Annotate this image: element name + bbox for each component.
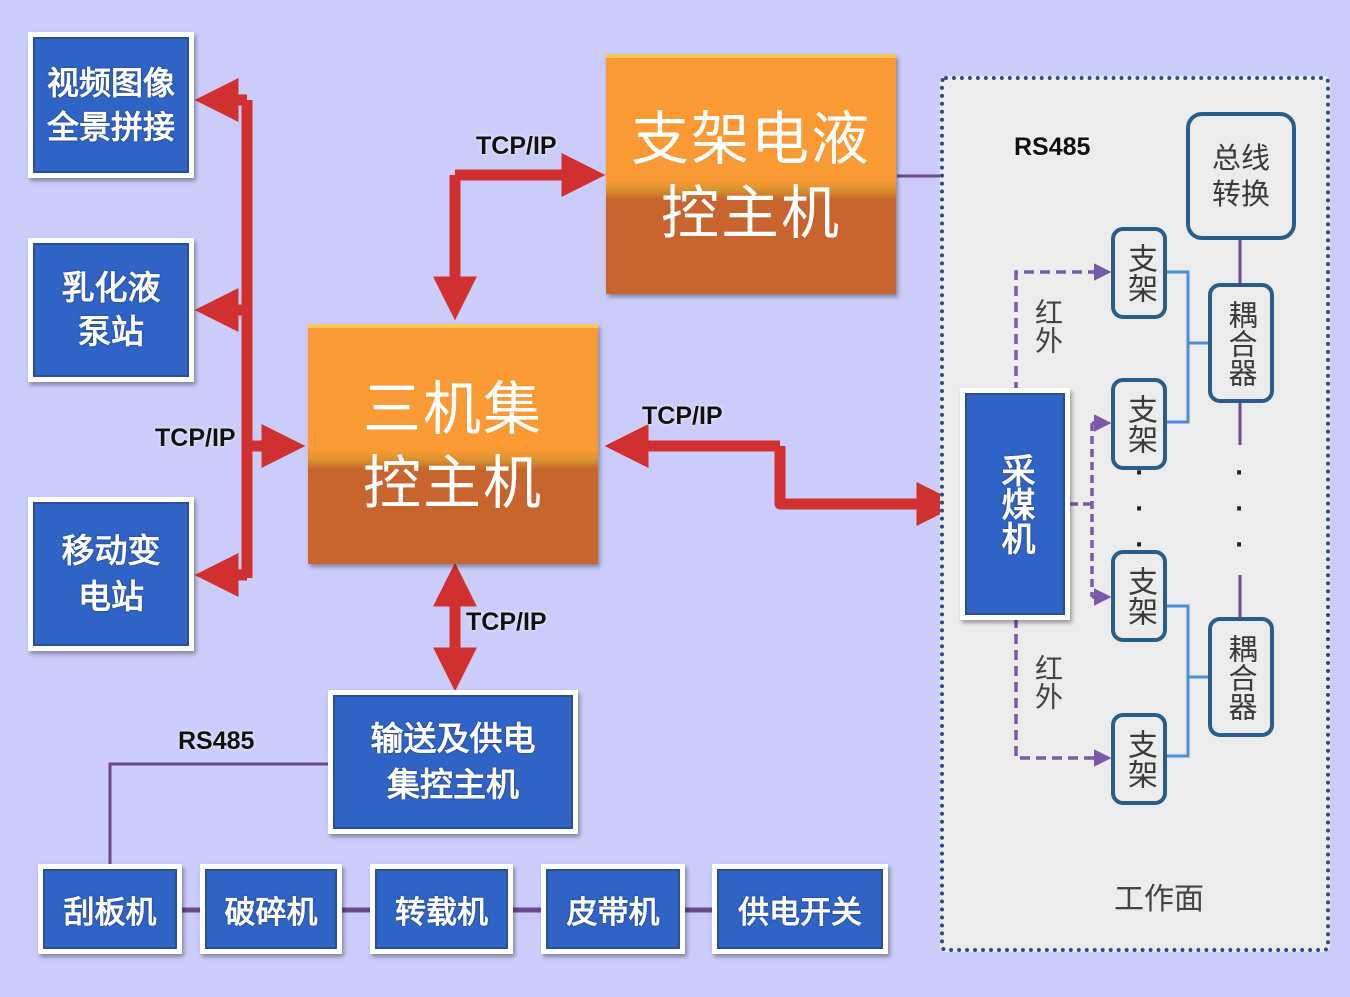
shearer-node[interactable]: 采煤机 <box>960 388 1070 620</box>
coupler-node[interactable]: 耦合器 <box>1208 617 1274 737</box>
support-coupler-link <box>1165 604 1210 758</box>
node-label-line2: 转换 <box>1211 177 1270 211</box>
node-label: 皮带机 <box>566 894 660 931</box>
tcp-label-bottom: TCP/IP <box>466 608 547 636</box>
emulsion-pump-node[interactable]: 乳化液 泵站 <box>28 238 194 382</box>
power-switch-node[interactable]: 供电开关 <box>712 864 888 954</box>
node-label: 支架 <box>1122 729 1157 789</box>
node-label-line1: 支架电液 <box>630 105 871 173</box>
dot: · <box>1234 461 1244 486</box>
rs485-label-top: RS485 <box>1014 133 1091 161</box>
tcp-left-bus <box>194 78 306 597</box>
node-label-line2: 全景拼接 <box>46 108 175 146</box>
dot: · <box>1234 497 1244 522</box>
rs485-bottom-line <box>108 762 332 866</box>
ellipsis-supports: · · · <box>1132 456 1146 564</box>
node-label-line1: 移动变 <box>61 531 161 570</box>
node-label: 耦合器 <box>1224 633 1258 721</box>
node-label-line1: 总线 <box>1211 141 1270 175</box>
node-label: 采煤机 <box>995 453 1035 555</box>
tcp-top-link <box>433 153 606 321</box>
tcp-label-right: TCP/IP <box>642 402 723 430</box>
tcp-right-link <box>604 424 961 526</box>
rs485-label-bottom: RS485 <box>178 727 255 755</box>
node-label-line2: 集控主机 <box>387 765 519 804</box>
support-coupler-link <box>1165 270 1210 424</box>
support-node[interactable]: 支架 <box>1111 378 1167 470</box>
coupler-node[interactable]: 耦合器 <box>1208 283 1274 403</box>
support-node[interactable]: 支架 <box>1111 550 1167 642</box>
node-label: 破碎机 <box>224 894 318 931</box>
node-label: 耦合器 <box>1224 299 1258 387</box>
dot: · <box>1134 497 1144 522</box>
node-label-line2: 控主机 <box>362 449 543 517</box>
infrared-link-top <box>1014 263 1112 392</box>
support-node[interactable]: 支架 <box>1111 713 1167 805</box>
crusher-node[interactable]: 破碎机 <box>200 864 342 954</box>
dot: · <box>1234 533 1244 558</box>
stage-loader-node[interactable]: 转载机 <box>370 864 513 954</box>
tcp-label-left: TCP/IP <box>155 424 236 452</box>
workface-label: 工作面 <box>1114 882 1204 917</box>
node-label-line1: 三机集 <box>362 375 543 443</box>
dot: · <box>1134 461 1144 486</box>
infrared-label-bottom: 红外 <box>1031 654 1064 710</box>
three-machine-control-host[interactable]: 三机集 控主机 <box>308 324 598 564</box>
arrow-to-shearer <box>774 446 961 526</box>
node-label: 支架 <box>1122 394 1157 454</box>
infrared-link-bottom <box>1014 618 1112 767</box>
ellipsis-couplers: · · · <box>1229 456 1249 564</box>
node-label-line1: 乳化液 <box>61 268 161 307</box>
node-label-line2: 控主机 <box>660 179 841 247</box>
transport-power-host[interactable]: 输送及供电 集控主机 <box>328 690 578 834</box>
tcp-label-top: TCP/IP <box>476 132 557 160</box>
node-label: 转载机 <box>395 894 488 931</box>
scraper-conveyor-node[interactable]: 刮板机 <box>38 864 182 954</box>
node-label-line1: 视频图像 <box>46 64 175 102</box>
node-label-line2: 泵站 <box>78 312 144 351</box>
infrared-label-top: 红外 <box>1031 298 1064 354</box>
shearer-support-link <box>1070 423 1094 597</box>
node-label: 支架 <box>1122 243 1157 303</box>
node-label-line1: 输送及供电 <box>370 719 536 758</box>
mobile-substation-node[interactable]: 移动变 电站 <box>28 497 194 651</box>
node-label: 供电开关 <box>738 894 862 931</box>
support-electrohydraulic-host[interactable]: 支架电液 控主机 <box>606 54 896 294</box>
node-label: 刮板机 <box>63 894 157 931</box>
node-label: 支架 <box>1122 566 1157 626</box>
bus-converter-node[interactable]: 总线 转换 <box>1186 112 1296 240</box>
dot: · <box>1134 533 1144 558</box>
video-stitching-node[interactable]: 视频图像 全景拼接 <box>28 32 194 178</box>
support-node[interactable]: 支架 <box>1111 227 1167 319</box>
belt-conveyor-node[interactable]: 皮带机 <box>541 864 685 954</box>
node-label-line2: 电站 <box>78 577 144 616</box>
